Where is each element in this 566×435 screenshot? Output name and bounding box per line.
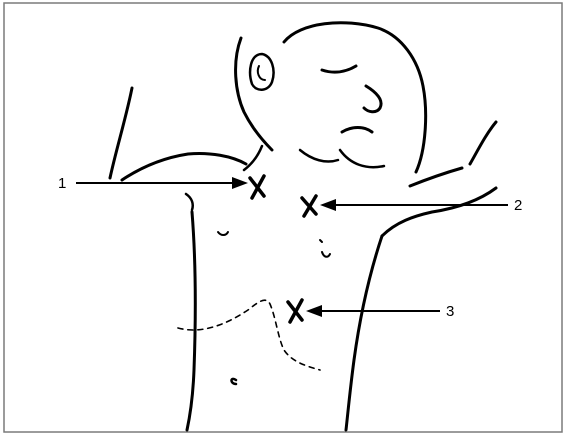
callout-label-2: 2 (514, 197, 522, 214)
diagram-frame (4, 3, 562, 432)
callout-label-3: 3 (446, 303, 454, 320)
callout-label-1: 1 (58, 175, 66, 192)
chest-dot (320, 240, 322, 242)
